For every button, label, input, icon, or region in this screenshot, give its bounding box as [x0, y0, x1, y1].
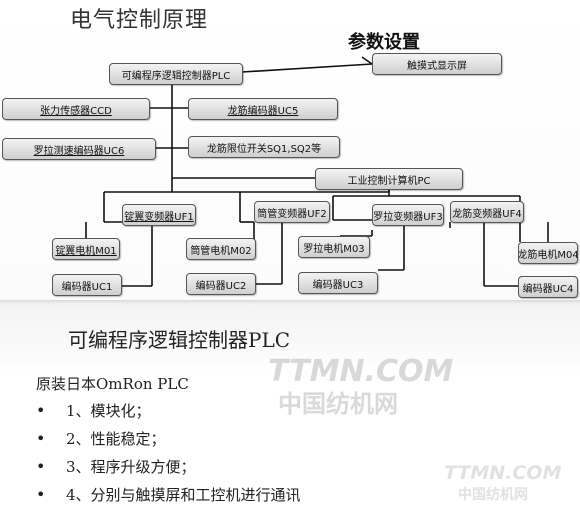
node-uc4: 编码器UC4 — [518, 276, 578, 298]
node-uc3: 编码器UC3 — [298, 272, 378, 294]
node-uf2: 筒管变频器UF2 — [254, 201, 330, 223]
node-m01: 锭翼电机M01 — [52, 238, 120, 260]
node-m04: 龙筋电机M04 — [518, 242, 578, 264]
link-plc-touch — [241, 63, 373, 73]
list-item: •4、分别与触摸屏和工控机进行通讯 — [36, 485, 301, 505]
bullet-icon: • — [36, 457, 46, 476]
watermark-url-small: TTMN.COM — [444, 462, 562, 484]
plc-info-panel — [0, 302, 580, 513]
node-m02: 筒管电机M02 — [186, 238, 256, 260]
list-item: •3、程序升级方便； — [36, 457, 196, 477]
node-uf4: 龙筋变频器UF4 — [450, 201, 524, 223]
watermark-name: 中国纺机网 — [278, 390, 398, 418]
node-uf1: 锭翼变频器UF1 — [122, 204, 196, 226]
feature-list: •1、模块化； •2、性能稳定； •3、程序升级方便； •4、分别与触摸屏和工控… — [36, 402, 301, 514]
plc-section-title: 可编程序逻辑控制器PLC — [68, 328, 291, 352]
bullet-icon: • — [36, 485, 46, 504]
node-plc: 可编程序逻辑控制器PLC — [109, 63, 243, 85]
bullet-icon: • — [36, 429, 46, 448]
node-m03: 罗拉电机M03 — [298, 236, 370, 258]
panel-divider — [0, 300, 580, 304]
node-uc6: 罗拉测速编码器UC6 — [2, 138, 156, 160]
plc-intro: 原装日本OmRon PLC — [36, 375, 189, 393]
watermark-name-small: 中国纺机网 — [458, 487, 528, 503]
node-touch-screen: 触摸式显示屏 — [372, 53, 502, 75]
node-uc5: 龙筋编码器UC5 — [188, 98, 338, 120]
params-label: 参数设置 — [348, 32, 420, 53]
watermark-url: TTMN.COM — [268, 354, 454, 389]
node-limit-switch: 龙筋限位开关SQ1,SQ2等 — [188, 136, 340, 158]
node-uc1: 编码器UC1 — [52, 274, 122, 296]
node-uf3: 罗拉变频器UF3 — [372, 204, 444, 226]
node-pc: 工业控制计算机PC — [315, 168, 463, 190]
diagram-title: 电气控制原理 — [70, 8, 209, 33]
list-item: •1、模块化； — [36, 401, 151, 421]
bullet-icon: • — [36, 401, 46, 420]
node-ccd: 张力传感器CCD — [2, 98, 150, 120]
node-uc2: 编码器UC2 — [186, 273, 256, 295]
list-item: •2、性能稳定； — [36, 429, 166, 449]
